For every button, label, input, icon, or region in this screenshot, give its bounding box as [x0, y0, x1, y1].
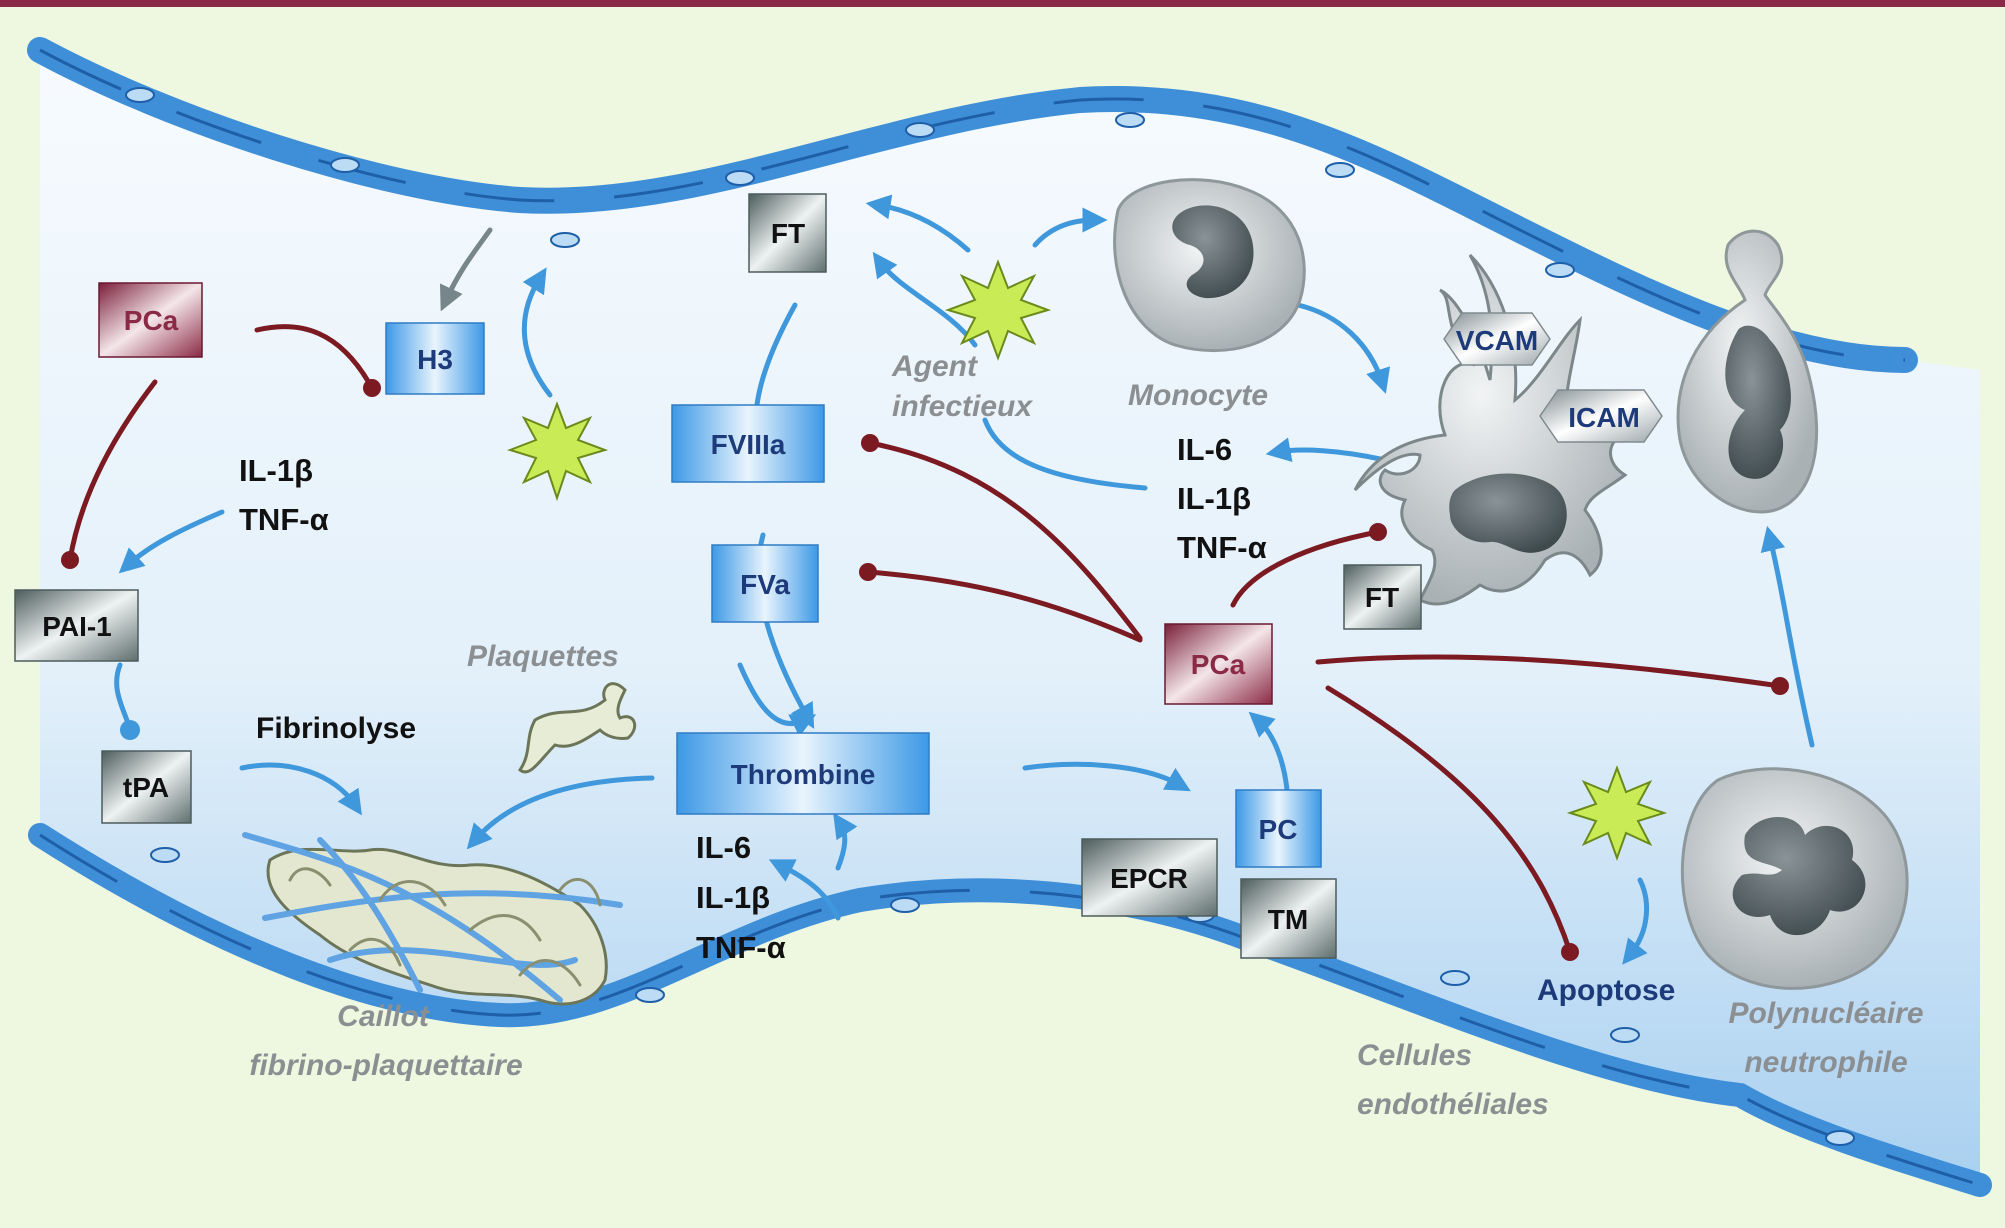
polynucleaire-label-line1: Polynucléaire — [1728, 997, 1923, 1030]
cytokine-right-2: IL-1β — [1177, 481, 1251, 516]
clot-icon — [242, 832, 623, 1006]
h3-box: H3 — [385, 322, 485, 395]
polynucleaire-label-line2: neutrophile — [1744, 1046, 1907, 1079]
cytokine-center-3: TNF-α — [696, 930, 786, 965]
tm-box: TM — [1240, 878, 1337, 959]
cytokine-right-1: IL-6 — [1177, 432, 1232, 467]
cytokine-center-1: IL-6 — [696, 830, 751, 865]
tm-label: TM — [1268, 904, 1308, 935]
h3-label: H3 — [417, 344, 453, 375]
cellules-label-line1: Cellules — [1357, 1039, 1472, 1072]
icam-hexagon: ICAM — [1539, 389, 1663, 443]
activated-monocyte-icon — [1353, 253, 1639, 606]
vessel-lumen — [40, 50, 1980, 1185]
pca-right-label: PCa — [1191, 649, 1246, 680]
cytokine-left-2: TNF-α — [239, 502, 329, 537]
vcam-label: VCAM — [1456, 325, 1538, 356]
pai1-label: PAI-1 — [42, 611, 112, 642]
tpa-box: tPA — [101, 750, 192, 824]
epcr-box: EPCR — [1081, 838, 1218, 917]
fibrinolyse-label: Fibrinolyse — [256, 712, 416, 745]
pca-left-box: PCa — [98, 282, 203, 358]
monocyte-label: Monocyte — [1128, 379, 1268, 412]
pai1-box: PAI-1 — [14, 589, 139, 662]
inhibition-arrows — [61, 324, 1789, 961]
fva-box: FVa — [711, 544, 819, 623]
cellules-label-line2: endothéliales — [1357, 1088, 1549, 1121]
gray-arrow-h3 — [439, 227, 493, 312]
thrombine-box: Thrombine — [676, 732, 930, 815]
cytokine-left-1: IL-1β — [239, 453, 313, 488]
pca-right-box: PCa — [1164, 623, 1273, 705]
top-frame-band — [0, 0, 2005, 7]
thrombine-label: Thrombine — [731, 759, 876, 790]
platelet-icon — [517, 682, 637, 774]
pca-left-label: PCa — [124, 305, 179, 336]
cytokines-right: IL-6 IL-1β TNF-α — [1177, 432, 1267, 565]
activation-arrows — [114, 194, 1815, 965]
infectious-agent-icon — [506, 259, 1668, 861]
tpa-label: tPA — [123, 772, 169, 803]
fviiia-box: FVIIIa — [671, 404, 825, 483]
cytokine-right-3: TNF-α — [1177, 530, 1267, 565]
fva-label: FVa — [740, 569, 790, 600]
pc-box: PC — [1235, 789, 1322, 868]
pc-label: PC — [1259, 814, 1298, 845]
ft-right-box: FT — [1343, 564, 1422, 630]
fviiia-label: FVIIIa — [711, 429, 786, 460]
icam-label: ICAM — [1568, 402, 1640, 433]
vcam-hexagon: VCAM — [1443, 312, 1551, 366]
cytokines-left: IL-1β TNF-α — [239, 453, 329, 537]
cytokines-center: IL-6 IL-1β TNF-α — [696, 830, 786, 965]
upper-vessel-wall — [27, 37, 1918, 373]
caillot-label-line1: Caillot — [337, 1000, 431, 1033]
lower-vessel-wall — [28, 823, 1992, 1197]
ft-top-box: FT — [748, 193, 827, 273]
plaquettes-label: Plaquettes — [467, 640, 619, 673]
monocyte-cell-icon — [1113, 178, 1306, 353]
apoptose-label: Apoptose — [1537, 974, 1675, 1007]
neutrophil-icon — [1680, 767, 1909, 990]
ft-top-label: FT — [771, 218, 805, 249]
agent-label-line2: infectieux — [892, 390, 1033, 423]
caillot-label-line2: fibrino-plaquettaire — [249, 1049, 522, 1082]
cytokine-center-2: IL-1β — [696, 880, 770, 915]
agent-label-line1: Agent — [891, 350, 979, 383]
transmigrating-neutrophil-icon — [1676, 229, 1819, 514]
epcr-label: EPCR — [1110, 863, 1188, 894]
ft-right-label: FT — [1365, 582, 1399, 613]
